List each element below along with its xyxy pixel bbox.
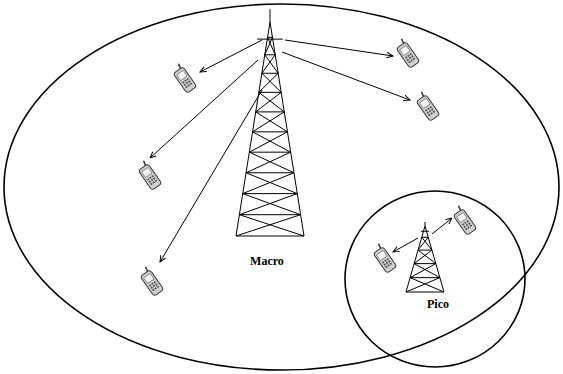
cell-label: Macro	[250, 255, 284, 268]
macro-cell: MacroPico	[3, 3, 560, 371]
signal-arrow	[393, 238, 418, 252]
signal-arrow	[432, 218, 452, 234]
macro-cell-outline	[3, 3, 560, 371]
mobile-phone	[135, 160, 161, 191]
mobile-phone	[450, 205, 476, 236]
pico-cell-outline	[344, 190, 526, 368]
pico-cell: Pico	[344, 190, 526, 368]
mobile-phone	[393, 38, 419, 69]
cell-label: Pico	[427, 298, 449, 311]
signal-arrows	[150, 40, 452, 262]
mobile-phone	[370, 243, 396, 274]
signal-arrow	[200, 40, 262, 72]
mobile-phone	[137, 266, 163, 297]
mobile-phone	[170, 63, 196, 94]
mobile-phone	[413, 91, 439, 122]
phone-group	[135, 38, 476, 297]
signal-arrow	[285, 40, 393, 56]
signal-arrow	[160, 90, 262, 262]
pico-tower	[406, 222, 444, 292]
macro-tower	[236, 9, 304, 236]
signal-arrow	[282, 52, 410, 100]
tower-group	[236, 9, 444, 292]
signal-arrow	[150, 60, 258, 158]
